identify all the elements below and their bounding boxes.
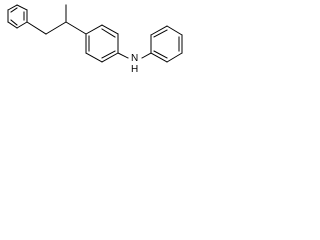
ring-bond <box>7 21 18 29</box>
ring-double-bond <box>10 19 18 26</box>
ring-double-bond <box>101 50 116 59</box>
ring-bond <box>150 25 168 36</box>
chain-bond <box>65 21 87 35</box>
c-n-bond <box>117 52 129 59</box>
ring-bond <box>101 52 119 63</box>
ring-double-bond <box>10 7 18 13</box>
ring-double-bond <box>153 29 168 38</box>
hydrogen-label: H <box>131 64 138 75</box>
ring-double-bond <box>101 28 116 38</box>
right-phenyl-ring <box>150 25 183 63</box>
ring-bond <box>16 4 28 11</box>
chemical-structure-diagram: N H <box>7 4 183 75</box>
ring-bond <box>16 21 28 29</box>
propyl-chain <box>26 4 87 35</box>
ring-bond <box>85 52 103 63</box>
n-c-bond <box>141 52 152 59</box>
ring-bond <box>7 4 18 11</box>
left-phenyl-ring <box>7 4 28 29</box>
ring-bond <box>166 25 183 36</box>
central-phenylene-ring <box>85 24 119 63</box>
ring-double-bond <box>153 50 168 59</box>
chain-bond <box>26 21 47 35</box>
ring-bond <box>166 52 183 63</box>
ring-bond <box>101 24 119 35</box>
ring-bond <box>85 24 103 35</box>
nitrogen-label: N <box>131 53 138 64</box>
chain-bond <box>45 21 67 35</box>
ring-bond <box>150 52 168 63</box>
amine-group: N H <box>117 52 152 75</box>
